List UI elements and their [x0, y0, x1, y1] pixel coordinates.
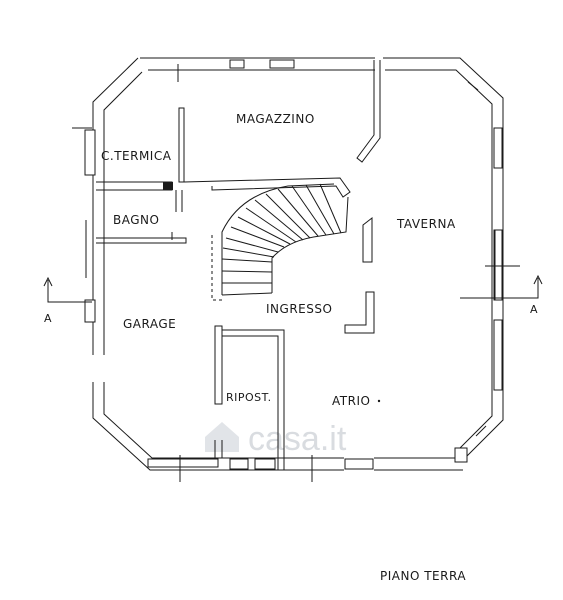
outer-walls	[84, 57, 504, 471]
room-label-bagno: BAGNO	[113, 213, 159, 227]
floor-title: PIANO TERRA	[380, 569, 466, 583]
section-label-left: A	[44, 312, 52, 325]
atrio-dot	[377, 399, 381, 403]
room-label-magazzino: MAGAZZINO	[236, 112, 315, 126]
axis-ticks	[72, 127, 520, 482]
room-label-taverna: TAVERNA	[396, 217, 456, 231]
section-label-right: A	[530, 303, 538, 316]
interior-walls	[85, 60, 381, 470]
watermark: casa.it	[205, 420, 347, 458]
room-label-termica: C.TERMICA	[101, 149, 172, 163]
room-label-ingresso: INGRESSO	[266, 302, 332, 316]
room-label-atrio: ATRIO	[332, 394, 370, 408]
house-icon	[205, 422, 239, 452]
section-mark-right: A	[460, 274, 543, 316]
room-label-garage: GARAGE	[123, 317, 176, 331]
watermark-text: casa.it	[248, 420, 347, 458]
section-mark-left: A	[43, 276, 92, 325]
room-label-ripost: RIPOST.	[226, 391, 272, 404]
staircase	[211, 183, 349, 301]
